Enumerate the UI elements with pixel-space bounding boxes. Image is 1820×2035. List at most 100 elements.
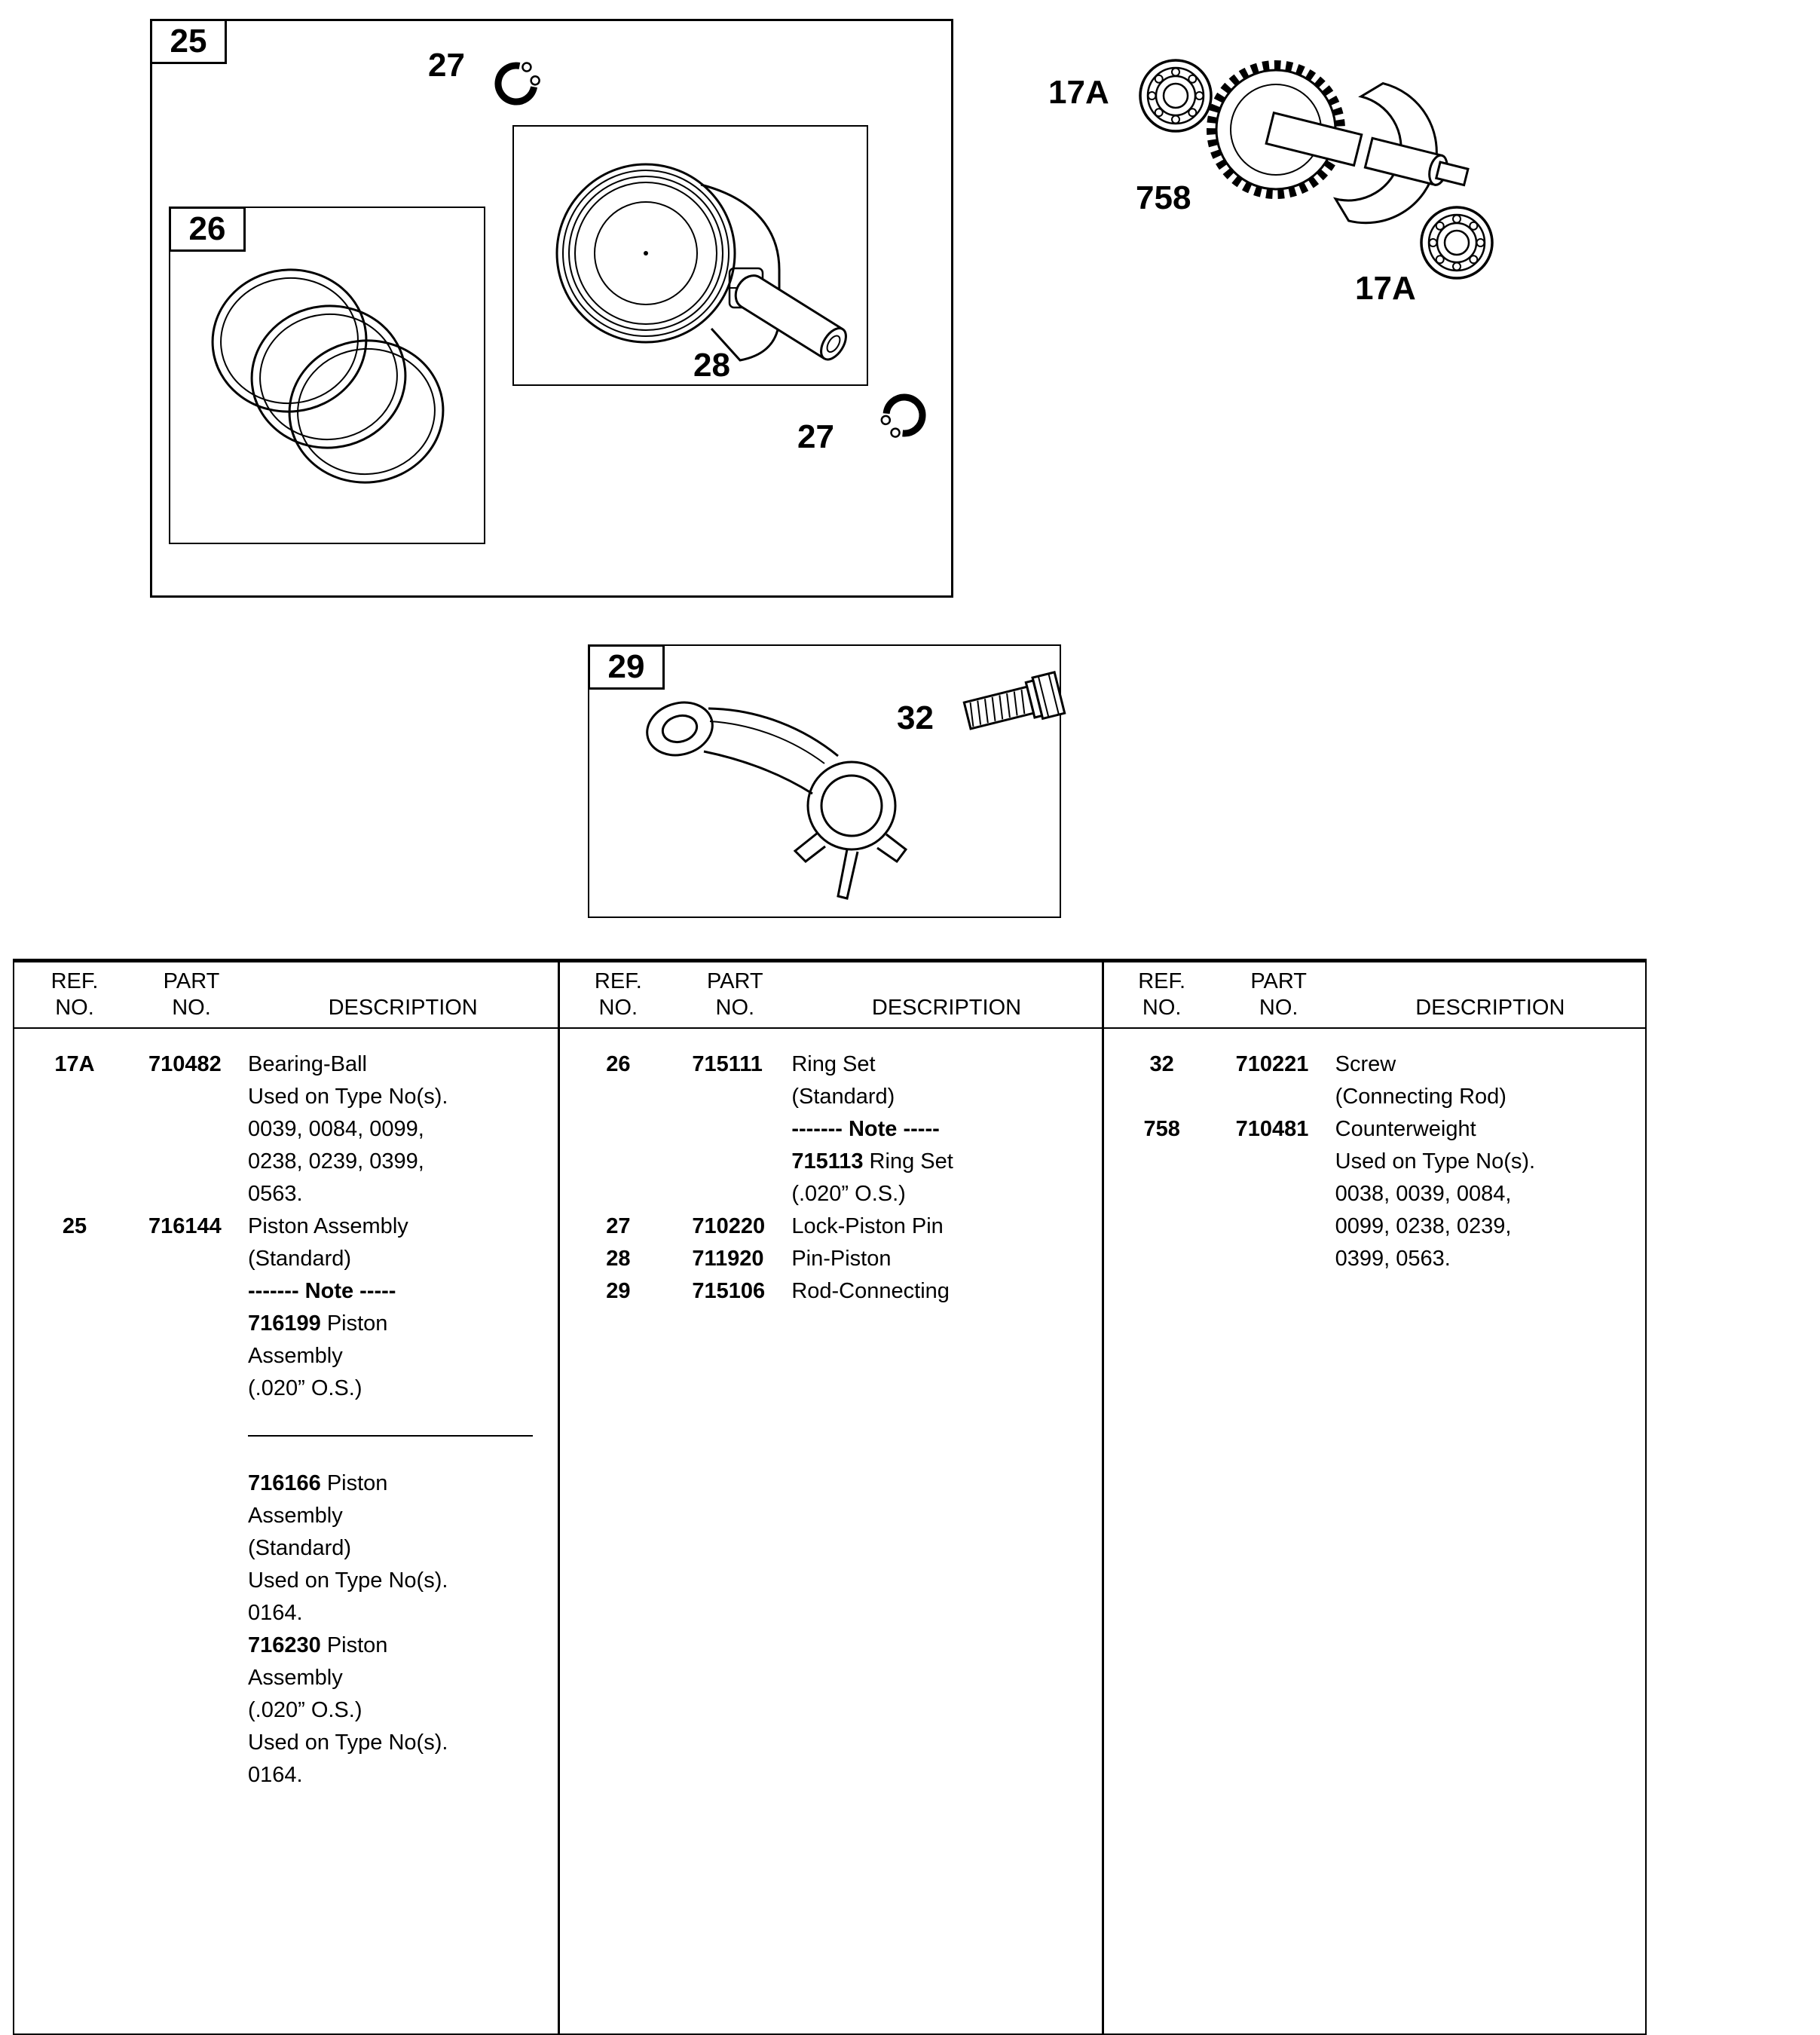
header-ref-no: REF. NO.: [14, 962, 135, 1027]
description-cell: Lock-Piston Pin: [791, 1210, 1101, 1243]
header-ref-no: REF. NO.: [558, 962, 678, 1027]
description-line: 0038, 0039, 0084,: [1335, 1182, 1512, 1206]
description-line: Used on Type No(s).: [248, 1568, 448, 1593]
description-line: (.020” O.S.): [791, 1182, 906, 1206]
description-line: 0399, 0563.: [1335, 1247, 1451, 1271]
ball-bearing-bottom-icon: [1420, 206, 1494, 280]
header-description: DESCRIPTION: [1335, 962, 1645, 1027]
description-cell: Piston Assembly (Standard) ------- Note --…: [248, 1210, 558, 1792]
header-ref-no: REF. NO.: [1102, 962, 1222, 1027]
description-line: Piston Assembly: [248, 1214, 408, 1238]
description-line: 716166 Piston: [248, 1467, 558, 1500]
figure-label-25: 25: [150, 19, 227, 64]
part-no-inline: 716230: [248, 1633, 321, 1657]
counterweight-crankshaft-icon: [1265, 81, 1470, 225]
description-text: Piston: [320, 1311, 388, 1336]
ref-no-cell: 758: [1143, 1117, 1180, 1141]
callout-28: 28: [693, 347, 730, 384]
header-part-line2: NO.: [715, 996, 755, 1020]
description-line: ------- Note -----: [248, 1279, 396, 1303]
header-ref-line2: NO.: [55, 996, 94, 1020]
ref-no-cell: 32: [1149, 1052, 1174, 1076]
piston-skirt: [700, 183, 781, 362]
part-no-cell: 710221: [1235, 1052, 1309, 1076]
description-text: Ring Set: [863, 1149, 953, 1174]
header-description: DESCRIPTION: [791, 962, 1101, 1027]
retaining-ring-top-icon: [494, 62, 540, 106]
description-text: Piston: [320, 1471, 388, 1495]
description-cell: Screw(Connecting Rod): [1335, 1048, 1645, 1113]
part-no-cell: 715106: [692, 1279, 766, 1303]
callout-17a-bottom: 17A: [1355, 270, 1416, 307]
callout-27-top: 27: [428, 47, 465, 84]
description-cell: Pin-Piston: [791, 1243, 1101, 1275]
description-cell: Ring Set (Standard) ------- Note ----- 7151…: [791, 1048, 1101, 1210]
header-part-line1: PART: [706, 969, 763, 993]
description-line: (Standard): [248, 1247, 352, 1271]
ref-no-cell: 26: [606, 1052, 631, 1076]
table-header-row: REF. NO. PART NO. DESCRIPTION REF. NO. P…: [14, 962, 1645, 1029]
description-line: Used on Type No(s).: [248, 1085, 448, 1109]
part-no-cell: 710220: [692, 1214, 766, 1238]
description-line: Rod-Connecting: [791, 1279, 950, 1303]
description-line: 0563.: [248, 1182, 303, 1206]
description-line: 716230 Piston: [248, 1630, 558, 1662]
callout-27-bottom: 27: [797, 418, 834, 455]
table-header-group-2: REF. NO. PART NO. DESCRIPTION: [558, 962, 1101, 1027]
description-line: 715113 Ring Set: [791, 1146, 1101, 1178]
description-line: 0164.: [248, 1763, 303, 1787]
header-part-line2: NO.: [172, 996, 211, 1020]
header-part-line1: PART: [1250, 969, 1307, 993]
figure-box-25: [150, 19, 953, 598]
callout-758: 758: [1136, 179, 1191, 216]
part-no-cell: 716144: [148, 1214, 222, 1238]
description-line: Bearing-Ball: [248, 1052, 367, 1076]
description-line: (Standard): [248, 1536, 352, 1560]
ref-no-cell: 28: [606, 1247, 631, 1271]
part-no-inline: 715113: [791, 1149, 864, 1174]
table-column-3: 32 710221 Screw(Connecting Rod) 758 710481 Co…: [1102, 1029, 1645, 1792]
figure-label-25-text: 25: [170, 23, 207, 60]
header-description: DESCRIPTION: [248, 962, 558, 1027]
ref-no-cell: 27: [606, 1214, 631, 1238]
part-no-cell: 710481: [1235, 1117, 1309, 1141]
header-part-no: PART NO.: [678, 962, 791, 1027]
header-ref-line1: REF.: [50, 969, 99, 993]
table-entry: 32 710221 Screw(Connecting Rod): [1102, 1048, 1645, 1113]
description-line: (.020” O.S.): [248, 1376, 362, 1400]
header-ref-line1: REF.: [1138, 969, 1186, 993]
description-line: Assembly: [248, 1344, 343, 1368]
table-column-divider: [1102, 962, 1104, 2033]
callout-32: 32: [897, 699, 934, 736]
description-line: ------- Note -----: [791, 1117, 940, 1141]
description-line: Ring Set: [791, 1052, 876, 1076]
header-description-text: DESCRIPTION: [328, 996, 478, 1020]
ball-bearing-top-icon: [1139, 59, 1213, 133]
figure-label-29: 29: [588, 644, 665, 690]
description-line: Screw: [1335, 1052, 1396, 1076]
part-no-cell: 715111: [692, 1052, 763, 1076]
header-description-text: DESCRIPTION: [1415, 996, 1565, 1020]
description-line: 716199 Piston: [248, 1308, 558, 1340]
description-line: 0039, 0084, 0099,: [248, 1117, 424, 1141]
description-line: (.020” O.S.): [248, 1698, 362, 1722]
description-line: Assembly: [248, 1666, 343, 1690]
figure-box-26: [169, 207, 485, 544]
crankshaft-assembly-drawing: [1139, 59, 1494, 280]
header-ref-line2: NO.: [598, 996, 638, 1020]
figure-box-29: [588, 644, 1061, 918]
callout-17a-top: 17A: [1048, 74, 1109, 111]
description-line: Used on Type No(s).: [248, 1731, 448, 1755]
ref-no-cell: 29: [606, 1279, 631, 1303]
description-line: (Standard): [791, 1085, 895, 1109]
figure-label-26-text: 26: [188, 210, 226, 247]
header-description-text: DESCRIPTION: [871, 996, 1022, 1020]
table-entry: 27 710220 Lock-Piston Pin: [558, 1210, 1101, 1243]
description-divider: [248, 1435, 533, 1437]
